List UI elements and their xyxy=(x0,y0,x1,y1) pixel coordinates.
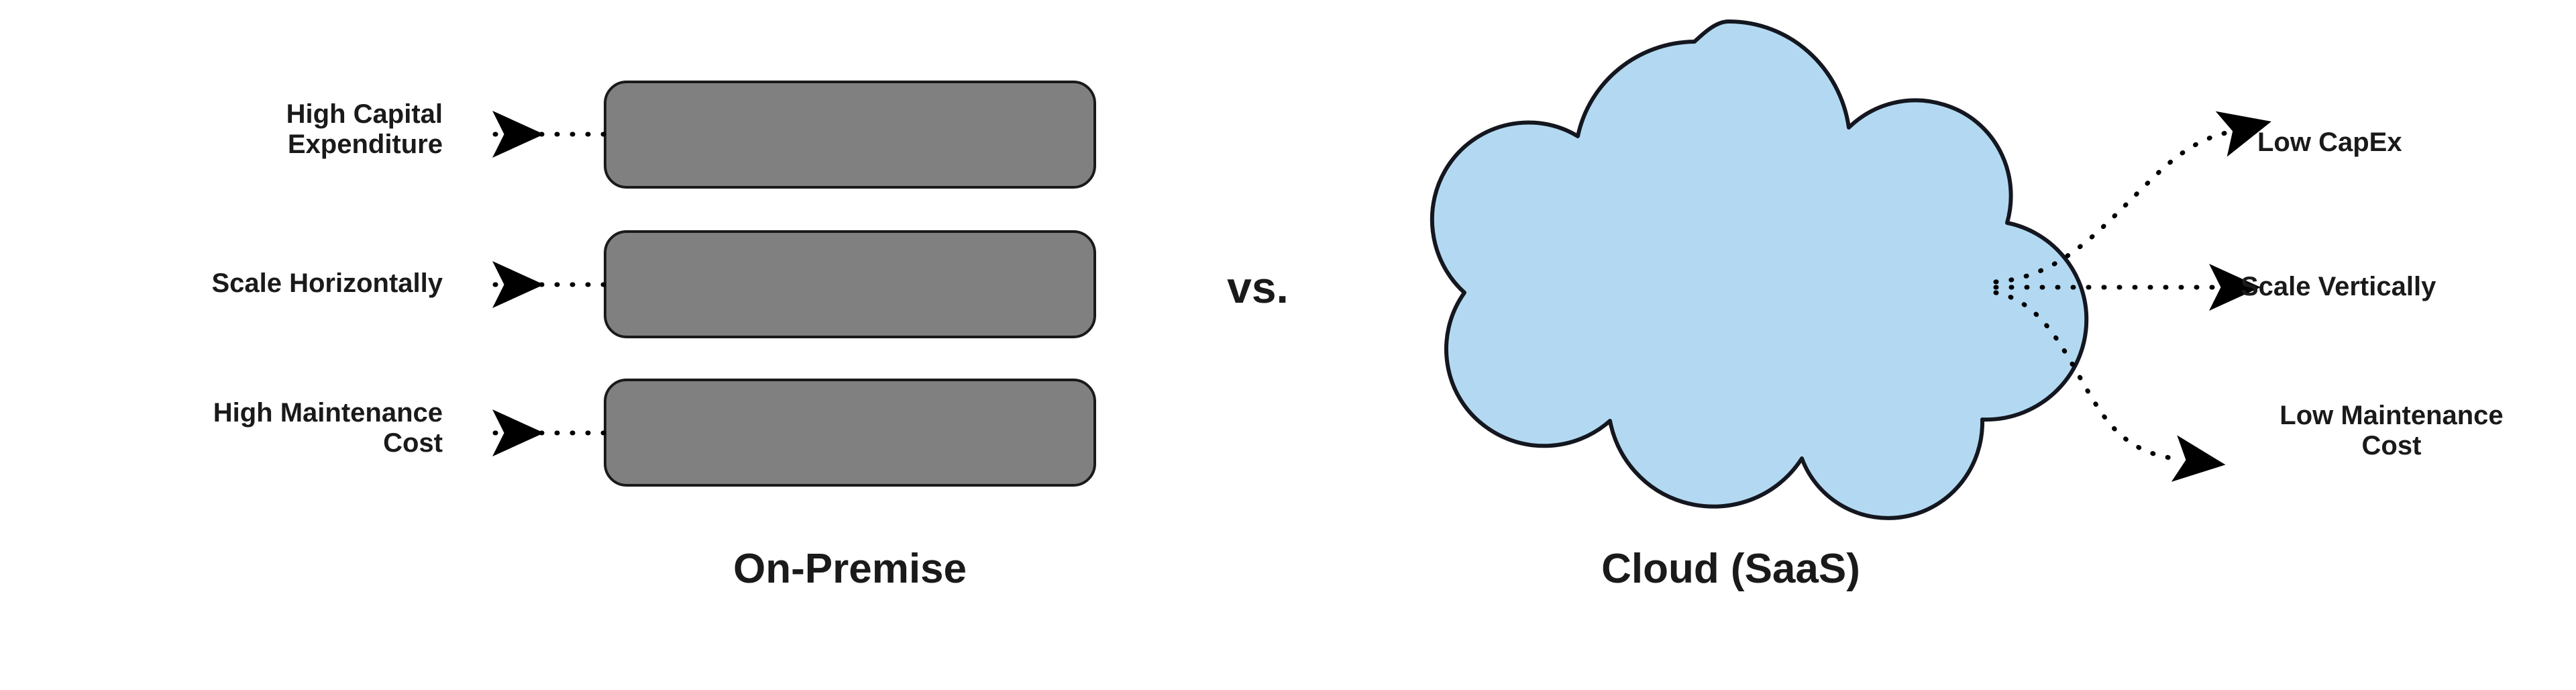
server-box-1[interactable] xyxy=(604,81,1096,189)
label-high-capital-expenditure: High Capital Expenditure xyxy=(286,99,443,159)
caption-cloud-saas: Cloud (SaaS) xyxy=(1601,546,1860,592)
comparator-label: vs. xyxy=(1227,262,1289,312)
label-scale-vertically: Scale Vertically xyxy=(2241,272,2436,301)
label-low-maintenance-cost: Low Maintenance Cost xyxy=(2279,401,2504,460)
cloud-arrows xyxy=(1993,111,2271,482)
caption-on-premise: On-Premise xyxy=(733,546,967,592)
label-high-maintenance-cost: High Maintenance Cost xyxy=(213,398,443,458)
onpremise-arrows xyxy=(490,111,606,456)
arrow-low-capex xyxy=(1993,111,2271,285)
server-stack xyxy=(604,81,1096,487)
label-scale-horizontally: Scale Horizontally xyxy=(211,268,443,298)
server-box-2[interactable] xyxy=(604,230,1096,338)
cloud-outline[interactable] xyxy=(1430,19,2089,520)
server-box-3[interactable] xyxy=(604,379,1096,487)
label-low-capex: Low CapEx xyxy=(2257,128,2402,157)
cloud-shape[interactable] xyxy=(1430,19,2102,545)
arrow-low-maintenance-cost xyxy=(1993,290,2226,482)
